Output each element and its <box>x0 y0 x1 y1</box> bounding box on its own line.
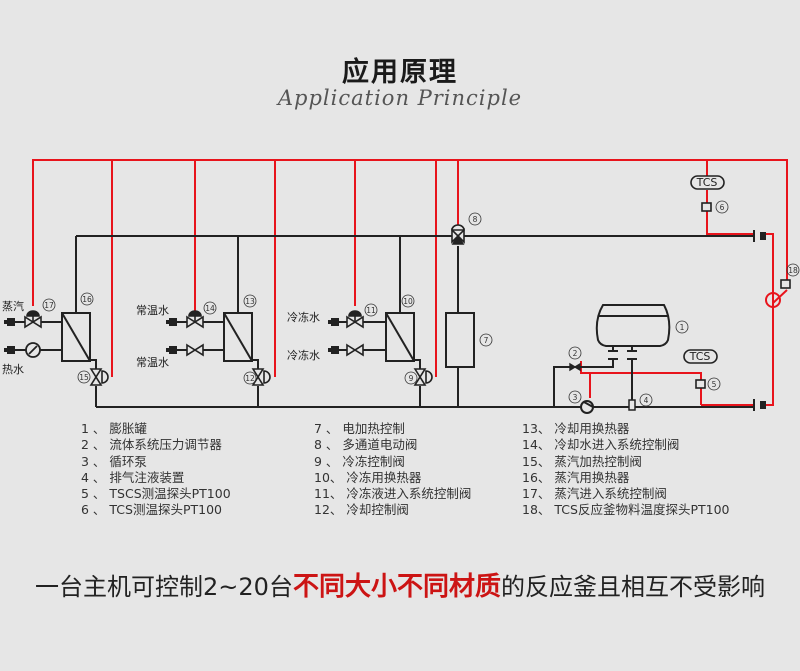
marker-2: 2 <box>573 349 578 358</box>
legend-column-1: 1 、 膨胀罐 2 、 流体系统压力调节器 3 、 循环泵 4 、 排气注液装置… <box>81 421 231 519</box>
legend-item: 5 、 TSCS测温探头PT100 <box>81 486 231 502</box>
marker-9: 9 <box>409 374 414 383</box>
label-chilled-water-in: 冷冻水 <box>287 310 320 324</box>
heat-exchanger-16 <box>61 312 91 362</box>
valve-11 <box>346 310 364 329</box>
marker-4: 4 <box>644 396 649 405</box>
tcs-top-label: TCS <box>696 176 718 189</box>
marker-18: 18 <box>788 266 798 275</box>
legend-item: 17、 蒸汽进入系统控制阀 <box>522 486 667 502</box>
page-subtitle: Application Principle <box>277 86 523 110</box>
marker-14: 14 <box>205 304 215 313</box>
valve-17 <box>24 310 42 329</box>
probe-18 <box>780 279 791 289</box>
valve-8 <box>451 224 465 245</box>
electric-heater-7 <box>445 312 475 368</box>
legend-column-3: 13、 冷却用换热器 14、 冷却水进入系统控制阀 15、 蒸汽加热控制阀 16… <box>522 421 729 519</box>
vent-device-4 <box>628 399 636 411</box>
markers: 1 2 3 4 5 6 7 8 9 10 11 12 13 14 15 16 1… <box>42 200 800 407</box>
marker-10: 10 <box>403 297 413 306</box>
tcs-top <box>690 175 725 212</box>
label-normal-water-out: 常温水 <box>136 356 169 369</box>
gauge-hot-water <box>25 342 41 358</box>
legend-item: 9 、 冷冻控制阀 <box>314 453 405 469</box>
legend-item: 18、 TCS反应釜物料温度探头PT100 <box>522 502 730 518</box>
marker-13: 13 <box>245 297 255 306</box>
label-normal-water-in: 常温水 <box>136 304 169 317</box>
marker-6: 6 <box>720 203 725 212</box>
coupling-bottom <box>753 399 766 411</box>
slogan-highlight: 不同大小不同材质 <box>292 572 501 602</box>
legend-item: 12、 冷却控制阀 <box>314 502 409 518</box>
valve-14 <box>186 310 204 329</box>
legend-item: 13、 冷却用换热器 <box>522 421 630 436</box>
manual-valve-chilled-water <box>346 343 364 357</box>
heat-exchanger-13 <box>223 312 253 362</box>
legend-column-2: 7 、 电加热控制 8 、 多通道电动阀 9 、 冷冻控制阀 10、 冷冻用换热… <box>314 421 471 519</box>
tcs-bottom <box>683 349 718 389</box>
probe-18-ring <box>765 292 781 308</box>
slogan: 一台主机可控制2~20台不同大小不同材质的反应釜且相互不受影响 <box>0 566 800 603</box>
page-title: 应用原理 <box>342 57 458 88</box>
signal-lines <box>32 159 788 406</box>
marker-7: 7 <box>484 336 489 345</box>
legend-item: 8 、 多通道电动阀 <box>314 437 418 453</box>
marker-8: 8 <box>473 215 478 224</box>
manual-valve-normal-water <box>186 343 204 357</box>
legend-item: 15、 蒸汽加热控制阀 <box>522 453 642 469</box>
coupling-top <box>753 230 766 242</box>
marker-15: 15 <box>79 373 89 382</box>
legend-item: 16、 蒸汽用换热器 <box>522 469 630 485</box>
legend-item: 3 、 循环泵 <box>81 453 147 469</box>
legend-item: 6 、 TCS测温探头PT100 <box>81 502 222 518</box>
marker-16: 16 <box>82 295 92 304</box>
marker-17: 17 <box>44 301 54 310</box>
marker-3: 3 <box>573 393 578 402</box>
valve-15 <box>89 368 109 386</box>
signal-top-bus <box>32 159 788 306</box>
marker-12: 12 <box>245 374 255 383</box>
expansion-tank-1 <box>595 304 671 367</box>
connectors <box>4 230 766 411</box>
slogan-prefix: 一台主机可控制2~20台 <box>35 573 293 601</box>
label-chilled-water-out: 冷冻水 <box>287 348 320 362</box>
legend-item: 14、 冷却水进入系统控制阀 <box>522 437 680 453</box>
legend-item: 7 、 电加热控制 <box>314 421 405 436</box>
tcs-bottom-label: TCS <box>689 350 711 363</box>
pressure-regulator-2 <box>569 362 581 372</box>
legend-item: 4 、 排气注液装置 <box>81 469 185 485</box>
label-hot-water: 热水 <box>2 363 24 376</box>
heat-exchanger-10 <box>385 312 415 362</box>
circulation-pump-3 <box>580 400 594 414</box>
legend-item: 2 、 流体系统压力调节器 <box>81 437 222 453</box>
marker-1: 1 <box>680 323 685 332</box>
legend-item: 10、 冷冻用换热器 <box>314 469 422 485</box>
marker-11: 11 <box>366 306 376 315</box>
marker-5: 5 <box>712 380 717 389</box>
legend-item: 1 、 膨胀罐 <box>81 421 147 436</box>
valve-9 <box>413 368 433 386</box>
slogan-suffix: 的反应釜且相互不受影响 <box>500 573 765 601</box>
legend-item: 11、 冷冻液进入系统控制阀 <box>314 486 472 502</box>
label-steam: 蒸汽 <box>2 299 24 313</box>
